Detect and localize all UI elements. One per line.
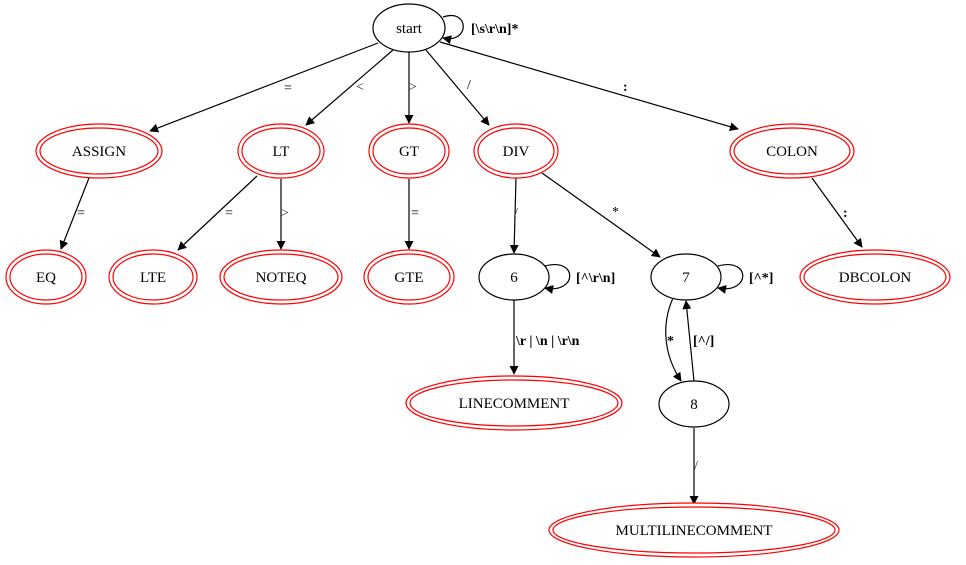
state-gt: GT — [368, 123, 450, 179]
edge-6-loop — [544, 264, 571, 294]
edge-label-gt-gte: = — [411, 206, 419, 221]
edge-label-8-7: [^/] — [693, 334, 714, 349]
edge-label-start-assign: = — [284, 81, 292, 96]
edge-label-start-lt: < — [356, 80, 364, 95]
state-assign: ASSIGN — [35, 123, 163, 179]
edge-label-div-6: / — [514, 206, 518, 221]
edges — [59, 14, 863, 505]
edge-label-colon-dbcolon: : — [843, 206, 848, 221]
edge-8-7 — [682, 300, 695, 382]
state-gte: GTE — [363, 249, 455, 305]
state-lte-label: LTE — [140, 270, 166, 286]
state-6: 6 — [478, 253, 550, 301]
state-dbcolon: DBCOLON — [799, 249, 951, 305]
edge-lt-lte — [177, 175, 258, 251]
edge-label-lt-noteq: > — [281, 206, 289, 221]
state-eq-label: EQ — [36, 270, 56, 286]
state-linecomment-label: LINECOMMENT — [459, 396, 570, 412]
state-multilinecomment-label: MULTILINECOMMENT — [616, 523, 773, 539]
state-dbcolon-label: DBCOLON — [839, 270, 912, 286]
state-lt: LT — [237, 123, 325, 179]
edge-7-loop — [717, 264, 744, 294]
edge-assign-eq — [59, 177, 90, 250]
state-lt-label: LT — [273, 144, 290, 160]
state-multilinecomment: MULTILINECOMMENT — [548, 502, 840, 558]
edge-label-lt-lte: = — [225, 206, 233, 221]
state-noteq-label: NOTEQ — [256, 270, 307, 286]
edge-div-7 — [541, 172, 661, 258]
state-start: start — [372, 3, 446, 53]
edge-label-8-multilinecomment: / — [694, 459, 698, 474]
nodes: start ASSIGN LT GT DIV — [5, 3, 951, 558]
state-gt-label: GT — [399, 144, 419, 160]
edge-labels: [\s\r\n]* = < > / : = = > = / * : [^\r\n… — [77, 22, 848, 474]
edge-start-div — [425, 49, 490, 126]
state-lte: LTE — [108, 249, 198, 305]
edge-label-start-div: / — [467, 78, 471, 93]
state-8-label: 8 — [690, 397, 698, 413]
edge-start-colon — [439, 41, 739, 132]
edge-label-div-7: * — [612, 205, 619, 220]
edge-colon-dbcolon — [811, 177, 863, 248]
state-noteq: NOTEQ — [219, 249, 343, 305]
edge-div-6 — [509, 177, 519, 254]
edge-label-6-loop: [^\r\n] — [576, 271, 615, 286]
edge-start-lt — [305, 49, 394, 126]
edge-7-8 — [665, 297, 682, 382]
state-start-label: start — [396, 21, 423, 37]
state-7: 7 — [650, 253, 722, 301]
state-6-label: 6 — [510, 270, 518, 286]
state-assign-label: ASSIGN — [72, 144, 126, 160]
edge-start-assign — [149, 42, 379, 133]
edge-label-6-linecomment: \r | \n | \r\n — [515, 334, 580, 349]
state-8: 8 — [658, 380, 730, 428]
state-div-label: DIV — [503, 144, 530, 160]
edge-label-start-gt: > — [409, 80, 417, 95]
state-colon-label: COLON — [766, 144, 818, 160]
state-7-label: 7 — [682, 270, 690, 286]
state-linecomment: LINECOMMENT — [405, 375, 623, 431]
state-eq: EQ — [5, 249, 87, 305]
edge-label-7-loop: [^*] — [749, 271, 773, 286]
edge-label-assign-eq: = — [77, 206, 85, 221]
state-div: DIV — [473, 123, 559, 179]
edge-label-start-colon: : — [623, 80, 628, 95]
edge-label-start-loop: [\s\r\n]* — [471, 22, 518, 37]
edge-start-loop — [442, 14, 464, 45]
state-colon: COLON — [729, 123, 855, 179]
edge-label-7-8: * — [667, 334, 674, 349]
state-gte-label: GTE — [394, 270, 423, 286]
